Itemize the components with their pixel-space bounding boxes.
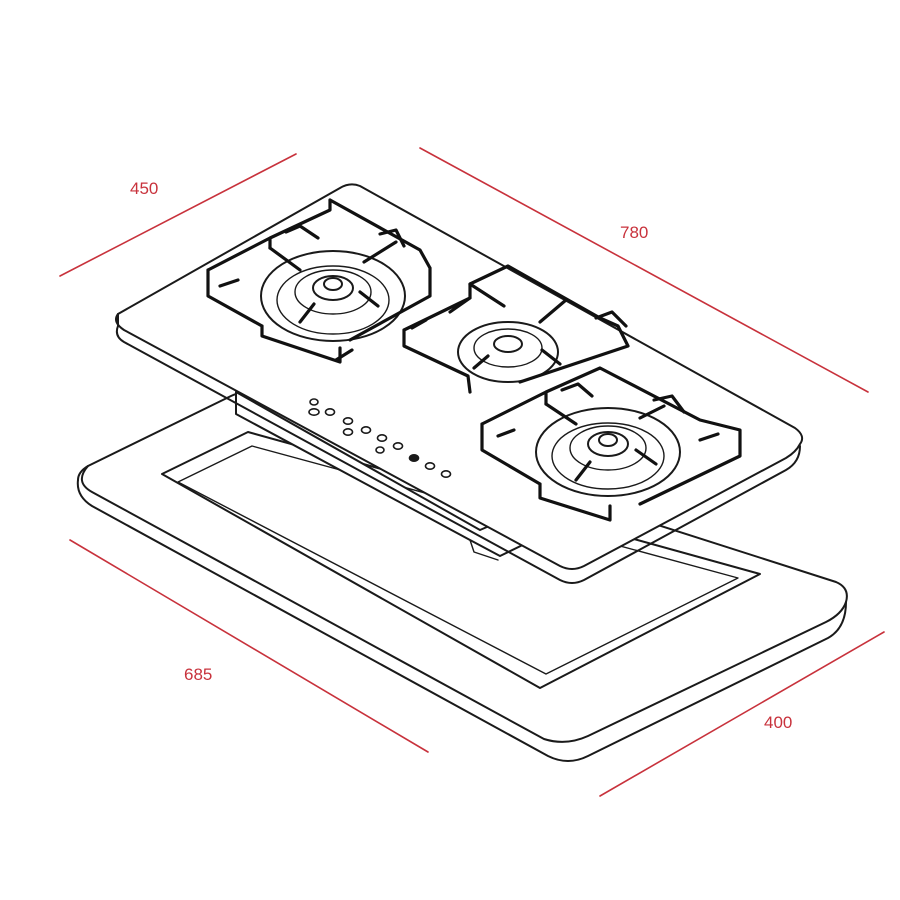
trivet-middle-arms [468,282,568,370]
trivet-right-arms [544,402,666,482]
burner-small-middle [402,264,630,394]
trivet-left-fingers [218,224,406,362]
trivet-right-fingers [496,382,720,442]
hob-body-base [469,539,499,561]
cutout-opening [161,431,761,689]
control-knob [375,446,385,454]
control-knob [342,416,354,425]
burner-large-right-ring-outer [535,407,681,497]
trivet-left-arms [268,240,398,324]
burner-large-left-cap [312,275,354,301]
control-knob [309,398,319,406]
dimension-label-cutout-depth: 400 [764,713,792,732]
control-knob [392,441,404,450]
control-knob [308,407,320,416]
cutout-frame-left-edge [77,465,89,481]
control-knob [376,433,388,442]
dimension-label-cutout-width: 685 [184,665,212,684]
cutout-frame-front-edge [76,479,847,762]
dimension-label-hob-width: 780 [620,223,648,242]
burner-large-right-ring-mid [551,422,665,490]
burner-small-middle-ring-outer [457,321,559,383]
burner-large-left-ring-inner [294,269,372,315]
burner-large-right-cap [587,431,629,457]
burner-small-middle-ring-inner [473,328,543,368]
trivet-middle-fingers [410,310,628,330]
dimension-label-hob-depth: 450 [130,179,158,198]
burner-large-right-center [598,433,618,447]
glass-top-front-edge [115,325,801,584]
control-panel [308,398,452,478]
trivet-middle-frame [402,264,630,394]
burner-large-left [206,198,432,364]
control-knob-power [408,453,420,462]
dimension-line-cutout-width [69,539,429,753]
control-knob [440,469,452,478]
dimension-line-cutout-depth [599,631,885,797]
control-knob [342,427,354,436]
trivet-left-frame [206,198,432,364]
control-knob [324,407,336,416]
control-knob [360,425,372,434]
trivet-right-frame [480,366,742,522]
cutout-opening-inner [177,445,739,675]
burner-large-left-ring-outer [260,250,406,342]
dimension-line-hob-width [419,147,869,393]
dimension-line-hob-depth [59,153,297,277]
burner-large-left-ring-mid [276,265,390,335]
burner-large-left-center [323,277,343,291]
dimension-annotations: 450 780 685 400 [59,147,885,797]
burner-large-right [480,366,742,522]
control-knob [424,461,436,470]
burner-large-right-ring-inner [569,425,647,471]
burner-small-middle-cap [493,335,523,353]
